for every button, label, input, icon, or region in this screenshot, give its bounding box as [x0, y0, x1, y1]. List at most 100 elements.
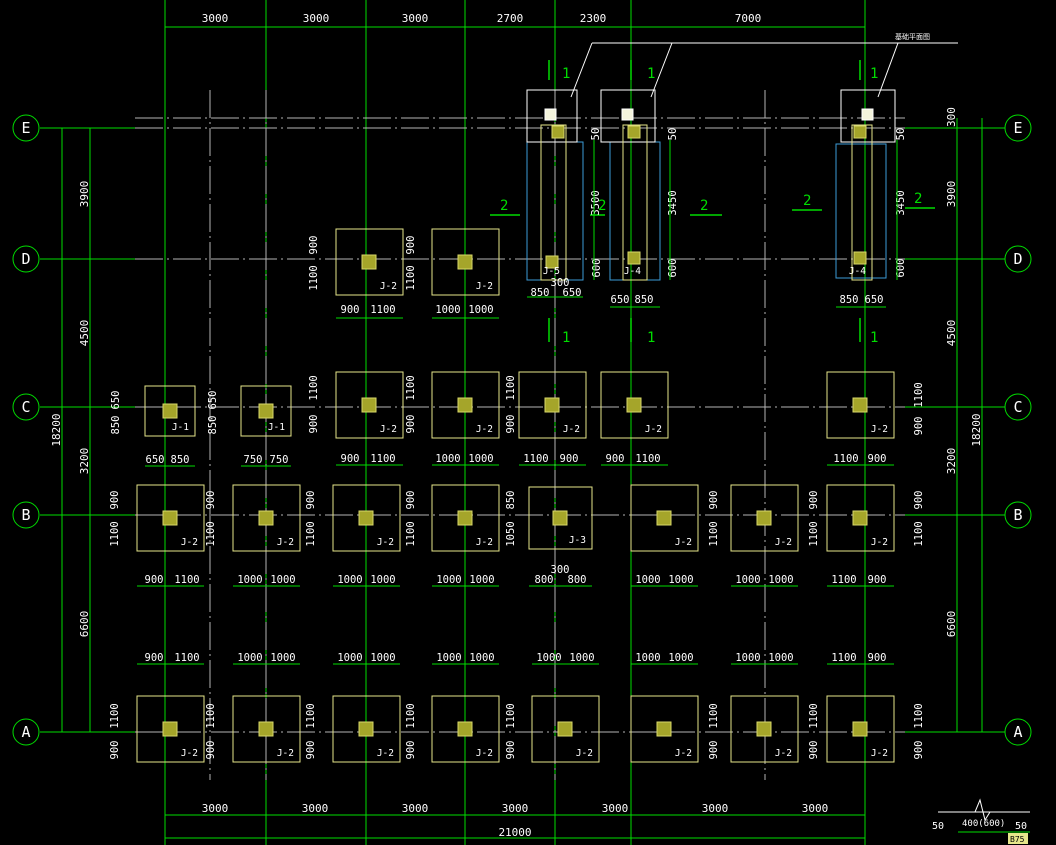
axis-label-c-right: C — [1013, 398, 1022, 416]
footing-label: J-5 — [543, 266, 560, 277]
footing-dim-text: 1000 — [468, 304, 493, 316]
footing-dim-text: 1100 — [205, 521, 217, 546]
footing-dim-text: 600 — [895, 259, 907, 278]
footing-outline — [531, 695, 600, 763]
axis-label-b-right: B — [1013, 506, 1022, 524]
footing-outline — [730, 695, 799, 763]
column-square — [853, 251, 867, 265]
top-dimensions: 3000 3000 3000 2700 2300 7000 — [202, 12, 762, 25]
top-dim-2: 3000 — [303, 12, 330, 25]
footing-outline — [622, 124, 648, 281]
footing-outline — [136, 484, 205, 552]
footing-c-5: J-2 — [518, 371, 587, 439]
footing-outline — [332, 695, 401, 763]
bottom-dim-6: 3000 — [702, 802, 729, 815]
column-square — [162, 721, 178, 737]
footing-outline — [851, 124, 873, 281]
footing-d-3: J-2 — [335, 228, 404, 296]
footing-dim-text: 1000 — [435, 453, 460, 465]
footing-dim-text: 1000 — [569, 652, 594, 664]
footing-dim-text: 1000 — [436, 652, 461, 664]
footing-dim-text: 1000 — [337, 652, 362, 664]
right-dim-total: 18200 — [970, 413, 983, 446]
section-marks — [490, 60, 935, 342]
footing-dim-text: 1100 — [913, 703, 925, 728]
footing-dim-text: 900 — [405, 491, 417, 510]
footing-dim-text: 1100 — [305, 521, 317, 546]
left-dimensions: 3900 4500 3200 6600 18200 — [50, 181, 91, 638]
footing-a-8: J-2 — [826, 695, 895, 763]
footing-dim-text: 600 — [667, 259, 679, 278]
footing-dim-text: 1100 — [109, 703, 121, 728]
footing-outline — [431, 695, 500, 763]
footing-label: J-3 — [569, 535, 586, 546]
footing-c-3: J-2 — [335, 371, 404, 439]
footing-dim-text: 1100 — [808, 521, 820, 546]
legend-left: 50 — [932, 821, 944, 832]
bottom-dim-3: 3000 — [402, 802, 429, 815]
footing-dim-text: 1000 — [237, 652, 262, 664]
footing-dim-text: 1100 — [109, 521, 121, 546]
e-row-caps — [526, 89, 896, 143]
section-mark-1c: 1 — [870, 66, 878, 82]
footing-outline — [826, 484, 895, 552]
footing-label: J-2 — [181, 748, 198, 759]
left-dim-1: 3900 — [78, 181, 91, 208]
footing-dim-text: 750 — [270, 454, 289, 466]
center-lines — [135, 90, 905, 780]
section-mark-1b: 1 — [647, 66, 655, 82]
section-mark-2a: 2 — [500, 198, 508, 214]
footing-dim-text: 1100 — [913, 521, 925, 546]
footing-dim-text: 3450 — [895, 190, 907, 215]
footing-outline — [630, 695, 699, 763]
footing-dim-text: 900 — [341, 304, 360, 316]
footing-d-6: J-4 — [622, 124, 648, 281]
section-mark-1a: 1 — [562, 66, 570, 82]
legend-scale: 50 400(600) 50 B75 — [932, 798, 1030, 844]
footing-dim-text: 900 — [145, 574, 164, 586]
footing-outline — [335, 228, 404, 296]
footing-label: J-1 — [172, 422, 189, 433]
footing-dim-text: 900 — [308, 236, 320, 255]
footing-outline — [540, 124, 567, 281]
footing-dim-text: 900 — [868, 652, 887, 664]
footing-label: J-1 — [268, 422, 285, 433]
footing-label: J-2 — [775, 537, 792, 548]
column-square — [852, 510, 868, 526]
column-square — [756, 721, 772, 737]
dimension-lines — [61, 26, 983, 839]
footing-dim-text: 1000 — [469, 652, 494, 664]
column-square — [358, 721, 374, 737]
footing-dim-text: 850 — [110, 416, 122, 435]
column-square — [656, 721, 672, 737]
top-dim-6: 7000 — [735, 12, 762, 25]
footing-outline — [730, 484, 799, 552]
footing-c-8: J-2 — [826, 371, 895, 439]
legend-middle: 400(600) — [962, 819, 1005, 829]
left-dim-3: 3200 — [78, 448, 91, 475]
footing-label: J-2 — [775, 748, 792, 759]
footing-dim-text: 650 — [110, 391, 122, 410]
footing-dim-text: 1100 — [831, 574, 856, 586]
footing-dim-text: 900 — [505, 415, 517, 434]
footing-dim-text: 1100 — [505, 703, 517, 728]
bottom-dim-2: 3000 — [302, 802, 329, 815]
footing-dim-text: 1100 — [833, 453, 858, 465]
footing-dim-text: 1000 — [768, 574, 793, 586]
section-mark-labels: 1 1 1 1 1 1 2 2 2 2 2 — [500, 66, 922, 346]
footing-dim-text: 1000 — [435, 304, 460, 316]
footing-label: J-2 — [675, 537, 692, 548]
footing-b-7: J-2 — [826, 484, 895, 552]
section-mark-2c: 2 — [700, 198, 708, 214]
footing-dim-text: 1100 — [523, 453, 548, 465]
leader-note-text: 基础平面图 — [895, 32, 930, 41]
footing-dim-text: 650 — [207, 391, 219, 410]
right-dim-1: 300 — [945, 107, 958, 127]
footing-dim-text: 1000 — [735, 652, 760, 664]
footing-dim-text: 1000 — [469, 574, 494, 586]
axis-label-a-right: A — [1013, 723, 1022, 741]
footing-dim-text: 900 — [205, 741, 217, 760]
footing-dim-text: 900 — [145, 652, 164, 664]
